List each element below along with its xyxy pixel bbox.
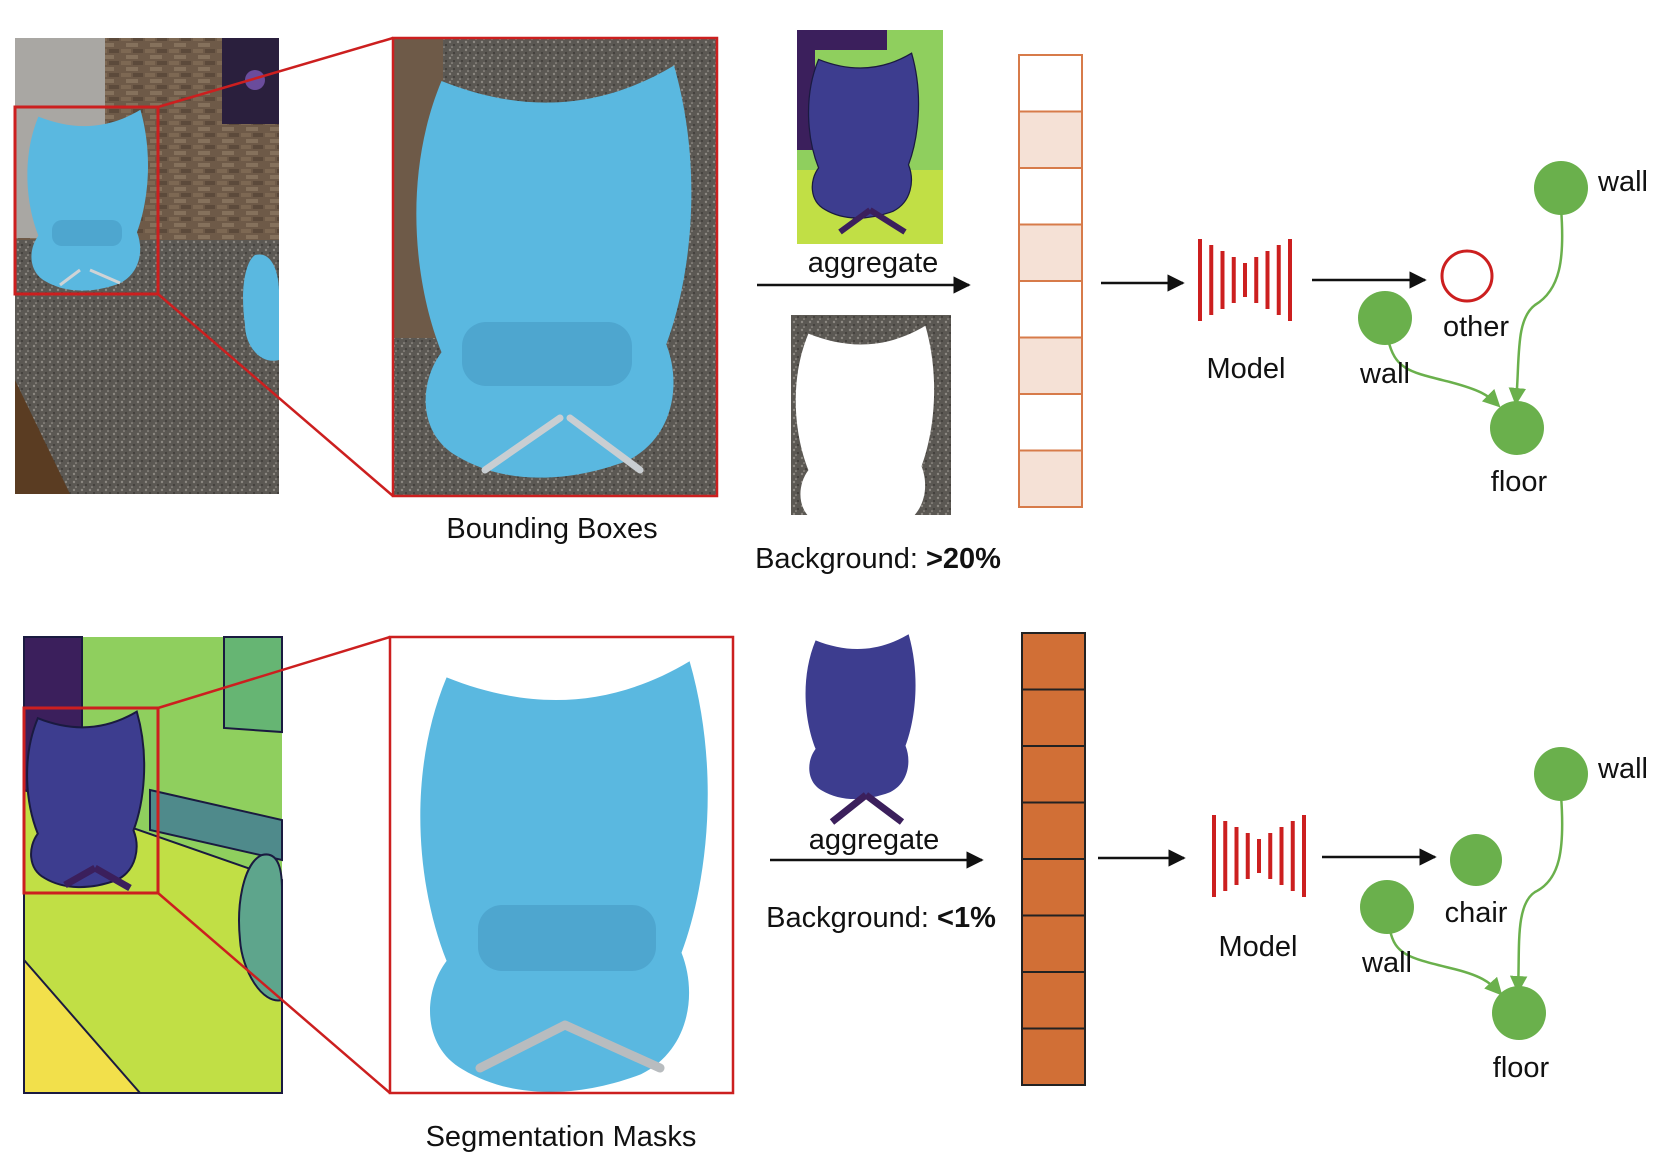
top-mask-thumbnail xyxy=(797,30,943,244)
bottom-crop-image xyxy=(390,637,733,1093)
bottom-model-label: Model xyxy=(1219,931,1298,963)
feature-cell xyxy=(1021,971,1086,1030)
feature-cell xyxy=(1021,858,1086,917)
bottom-scene-graph: wall chair wall floor xyxy=(1360,747,1648,1084)
top-caption: Bounding Boxes xyxy=(446,513,657,545)
bottom-model-icon xyxy=(1212,815,1306,897)
feature-cell xyxy=(1021,1027,1086,1086)
top-crop-image xyxy=(393,38,717,496)
bottom-mask-thumbnail xyxy=(805,634,916,825)
top-scene-graph: wall other wall floor xyxy=(1358,161,1648,498)
bottom-label-wall-right: wall xyxy=(1597,753,1648,785)
top-label-wall-right: wall xyxy=(1597,166,1648,198)
feature-cell xyxy=(1018,54,1083,113)
feature-cell xyxy=(1018,110,1083,169)
feature-cell xyxy=(1018,336,1083,395)
bottom-feature-vector xyxy=(1021,632,1086,1086)
bottom-node-floor xyxy=(1492,986,1546,1040)
feature-cell xyxy=(1021,801,1086,860)
top-node-wall-left xyxy=(1358,291,1412,345)
bottom-aggregate-label: aggregate xyxy=(809,824,940,856)
top-label-other: other xyxy=(1443,311,1509,343)
top-node-floor xyxy=(1490,401,1544,455)
bottom-bbox-highlight xyxy=(22,706,160,895)
top-scene-photo xyxy=(15,38,279,494)
bottom-label-floor: floor xyxy=(1493,1052,1550,1084)
feature-cell xyxy=(1018,167,1083,226)
top-label-wall-left: wall xyxy=(1359,358,1410,390)
bottom-background-text: Background: <1% xyxy=(766,902,996,934)
top-aggregate-label: aggregate xyxy=(808,247,939,279)
bottom-label-chair: chair xyxy=(1445,897,1508,929)
top-background-text: Background: >20% xyxy=(755,543,1001,575)
feature-cell xyxy=(1021,632,1086,691)
top-model-icon xyxy=(1198,239,1292,321)
top-model-label: Model xyxy=(1207,353,1286,385)
top-label-floor: floor xyxy=(1491,466,1548,498)
top-background-thumbnail xyxy=(791,315,951,534)
bottom-segmentation-scene xyxy=(23,636,283,1094)
top-node-wall-right xyxy=(1534,161,1588,215)
top-crop-frame xyxy=(391,36,719,498)
feature-cell xyxy=(1021,688,1086,747)
bottom-crop-frame xyxy=(388,635,735,1095)
bottom-node-chair xyxy=(1450,834,1502,886)
feature-cell xyxy=(1021,914,1086,973)
top-node-other xyxy=(1440,249,1494,303)
top-feature-vector xyxy=(1018,54,1083,508)
bottom-node-wall-left xyxy=(1360,880,1414,934)
feature-cell xyxy=(1018,280,1083,339)
feature-cell xyxy=(1021,745,1086,804)
feature-cell xyxy=(1018,393,1083,452)
bottom-caption: Segmentation Masks xyxy=(426,1121,697,1153)
bottom-node-wall-right xyxy=(1534,747,1588,801)
feature-cell xyxy=(1018,223,1083,282)
bottom-label-wall-left: wall xyxy=(1361,947,1412,979)
feature-cell xyxy=(1018,449,1083,508)
top-bbox-highlight xyxy=(13,105,160,296)
